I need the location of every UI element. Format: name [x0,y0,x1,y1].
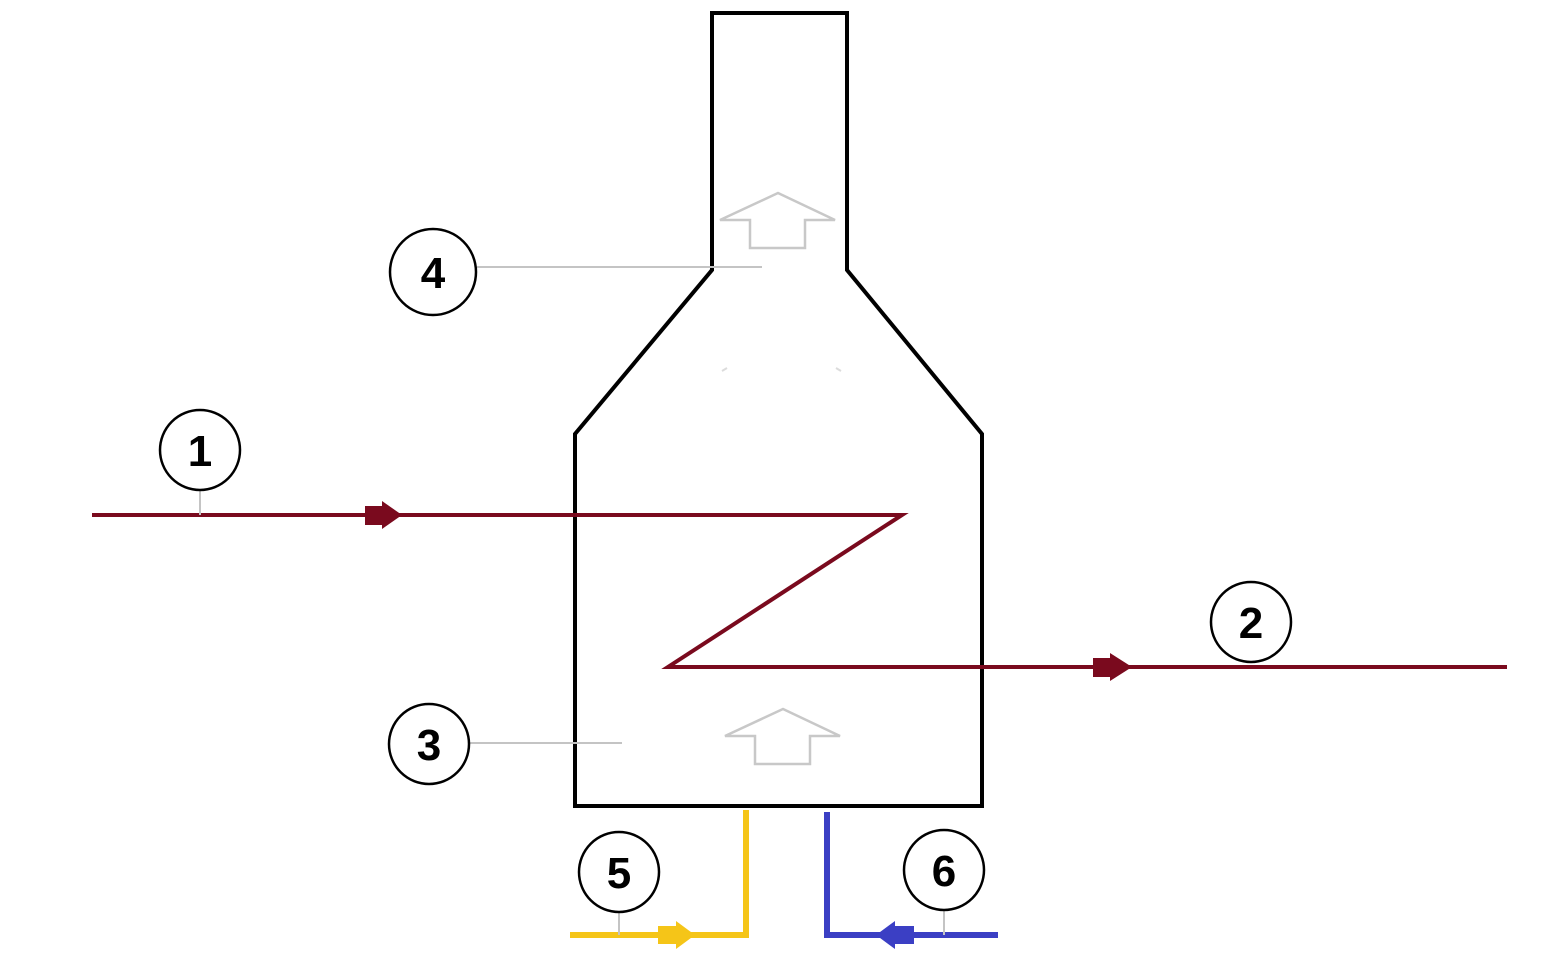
callout-3-label: 3 [417,721,441,770]
callout-6-label: 6 [932,847,956,896]
callout-4: 4 [388,227,478,317]
process-coil [92,513,1507,669]
callout-6: 6 [902,828,986,912]
furnace-outline [573,11,984,808]
hood-mark-left [721,367,728,372]
fuel-arrow-icon [658,921,695,949]
flue-gas-lower-arrow-icon [724,707,841,766]
process-inlet-arrow-icon [365,501,402,529]
callout-2: 2 [1209,580,1293,664]
hood-mark-right [835,367,842,372]
callout-1-label: 1 [188,427,212,476]
fuel-line [570,810,749,938]
air-arrow-icon [876,921,914,949]
callout-3: 3 [387,702,471,786]
flue-gas-upper-arrow-icon [719,191,836,250]
callout-1: 1 [158,408,242,492]
callout-5-label: 5 [607,849,631,898]
process-outlet-arrow-icon [1093,653,1132,681]
air-line [824,812,998,938]
callout-5: 5 [577,830,661,914]
callout-4-label: 4 [421,249,446,298]
callout-2-label: 2 [1239,599,1263,648]
